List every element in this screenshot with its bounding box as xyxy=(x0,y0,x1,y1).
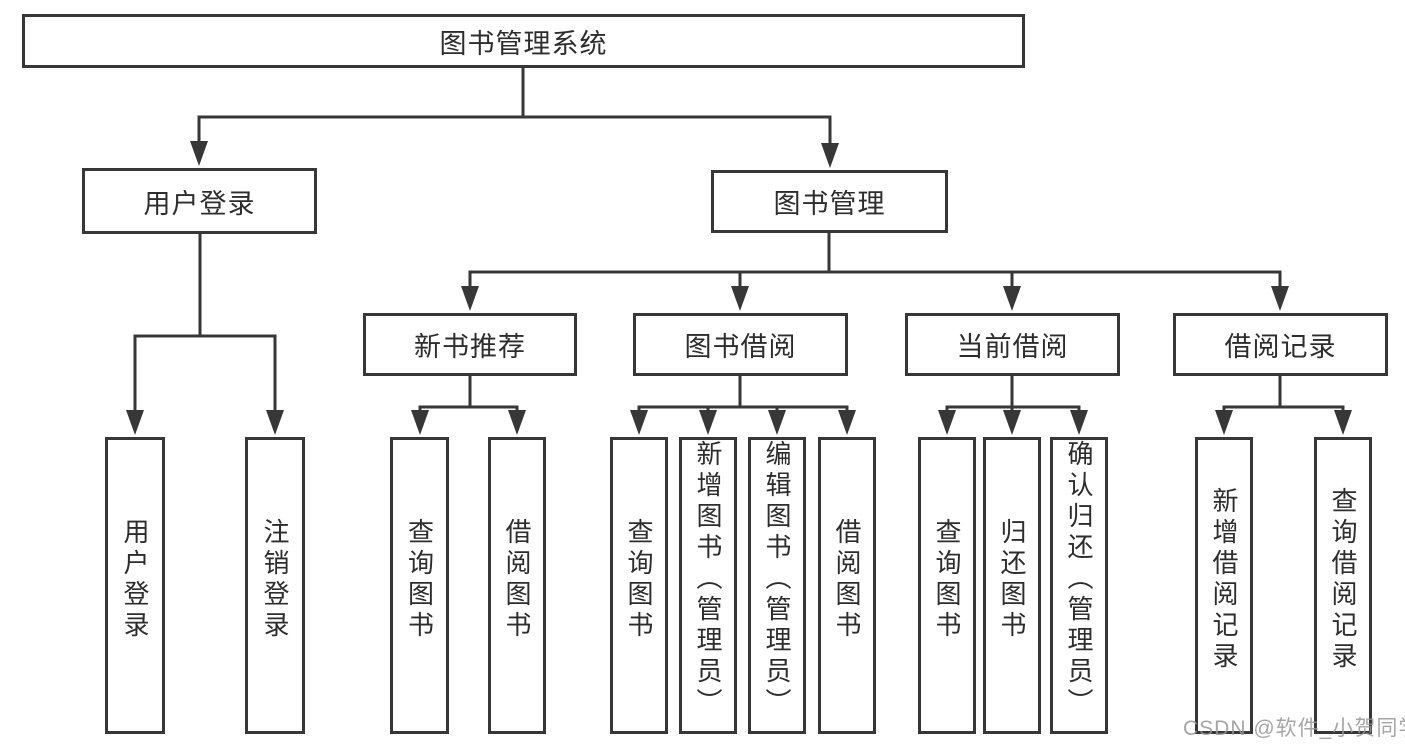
node-book-mgmt: 图书管理 xyxy=(711,170,948,233)
node-new-book-recommend-label: 新书推荐 xyxy=(414,332,526,362)
node-current-borrow: 当前借阅 xyxy=(905,313,1120,376)
leaf-borrow-book-recommend: 借阅图书 xyxy=(488,437,546,734)
node-borrow-record: 借阅记录 xyxy=(1173,313,1388,376)
connector-user-login-children xyxy=(133,234,277,411)
node-book-borrow: 图书借阅 xyxy=(633,313,848,376)
leaf-return-book: 归还图书 xyxy=(983,437,1041,734)
leaf-user-login-label: 用户登录 xyxy=(120,517,150,642)
node-root-label: 图书管理系统 xyxy=(439,28,608,59)
connector-new-recommend-children xyxy=(418,376,519,411)
leaf-query-book-current-label: 查询图书 xyxy=(932,517,962,642)
node-root: 图书管理系统 xyxy=(22,14,1025,68)
connector-book-borrow-children xyxy=(637,376,849,411)
leaf-borrow-book-recommend-label: 借阅图书 xyxy=(502,517,532,642)
node-user-login: 用户登录 xyxy=(82,168,317,234)
connector-borrow-record-children xyxy=(1222,376,1345,411)
connector-book-mgmt-children xyxy=(468,233,1282,287)
arrowheads xyxy=(126,141,1352,435)
leaf-edit-book-admin-label: 编辑图书（管理员） xyxy=(762,440,792,719)
node-book-mgmt-label: 图书管理 xyxy=(773,189,886,219)
leaf-logout-label: 注销登录 xyxy=(260,517,290,642)
node-current-borrow-label: 当前借阅 xyxy=(956,332,1069,362)
leaf-logout: 注销登录 xyxy=(245,437,305,734)
leaf-add-book-admin: 新增图书（管理员） xyxy=(679,437,737,734)
connector-root-to-level2 xyxy=(197,68,832,145)
leaf-confirm-return-admin-label: 确认归还（管理员） xyxy=(1064,440,1094,719)
leaf-add-book-admin-label: 新增图书（管理员） xyxy=(693,440,723,719)
leaf-user-login: 用户登录 xyxy=(105,437,165,734)
connector-current-borrow-children xyxy=(945,376,1081,411)
leaf-return-book-label: 归还图书 xyxy=(997,517,1027,642)
leaf-query-book-recommend: 查询图书 xyxy=(390,437,449,734)
leaf-add-borrow-record: 新增借阅记录 xyxy=(1195,437,1253,734)
leaf-confirm-return-admin: 确认归还（管理员） xyxy=(1050,437,1108,734)
node-new-book-recommend: 新书推荐 xyxy=(363,313,577,376)
node-user-login-label: 用户登录 xyxy=(143,188,256,219)
leaf-query-book-recommend-label: 查询图书 xyxy=(404,517,435,642)
leaf-borrow-book: 借阅图书 xyxy=(818,437,876,734)
leaf-add-borrow-record-label: 新增借阅记录 xyxy=(1209,486,1239,673)
leaf-edit-book-admin: 编辑图书（管理员） xyxy=(748,437,806,734)
csdn-watermark: CSDN @软件_小贺同学 xyxy=(1183,717,1405,740)
node-book-borrow-label: 图书借阅 xyxy=(684,332,797,362)
node-borrow-record-label: 借阅记录 xyxy=(1224,332,1337,362)
leaf-query-book-borrow: 查询图书 xyxy=(610,437,668,734)
leaf-query-borrow-record: 查询借阅记录 xyxy=(1314,437,1372,734)
leaf-query-book-borrow-label: 查询图书 xyxy=(624,517,654,642)
leaf-query-borrow-record-label: 查询借阅记录 xyxy=(1328,486,1358,673)
leaf-borrow-book-label: 借阅图书 xyxy=(832,517,862,642)
leaf-query-book-current: 查询图书 xyxy=(918,437,976,734)
